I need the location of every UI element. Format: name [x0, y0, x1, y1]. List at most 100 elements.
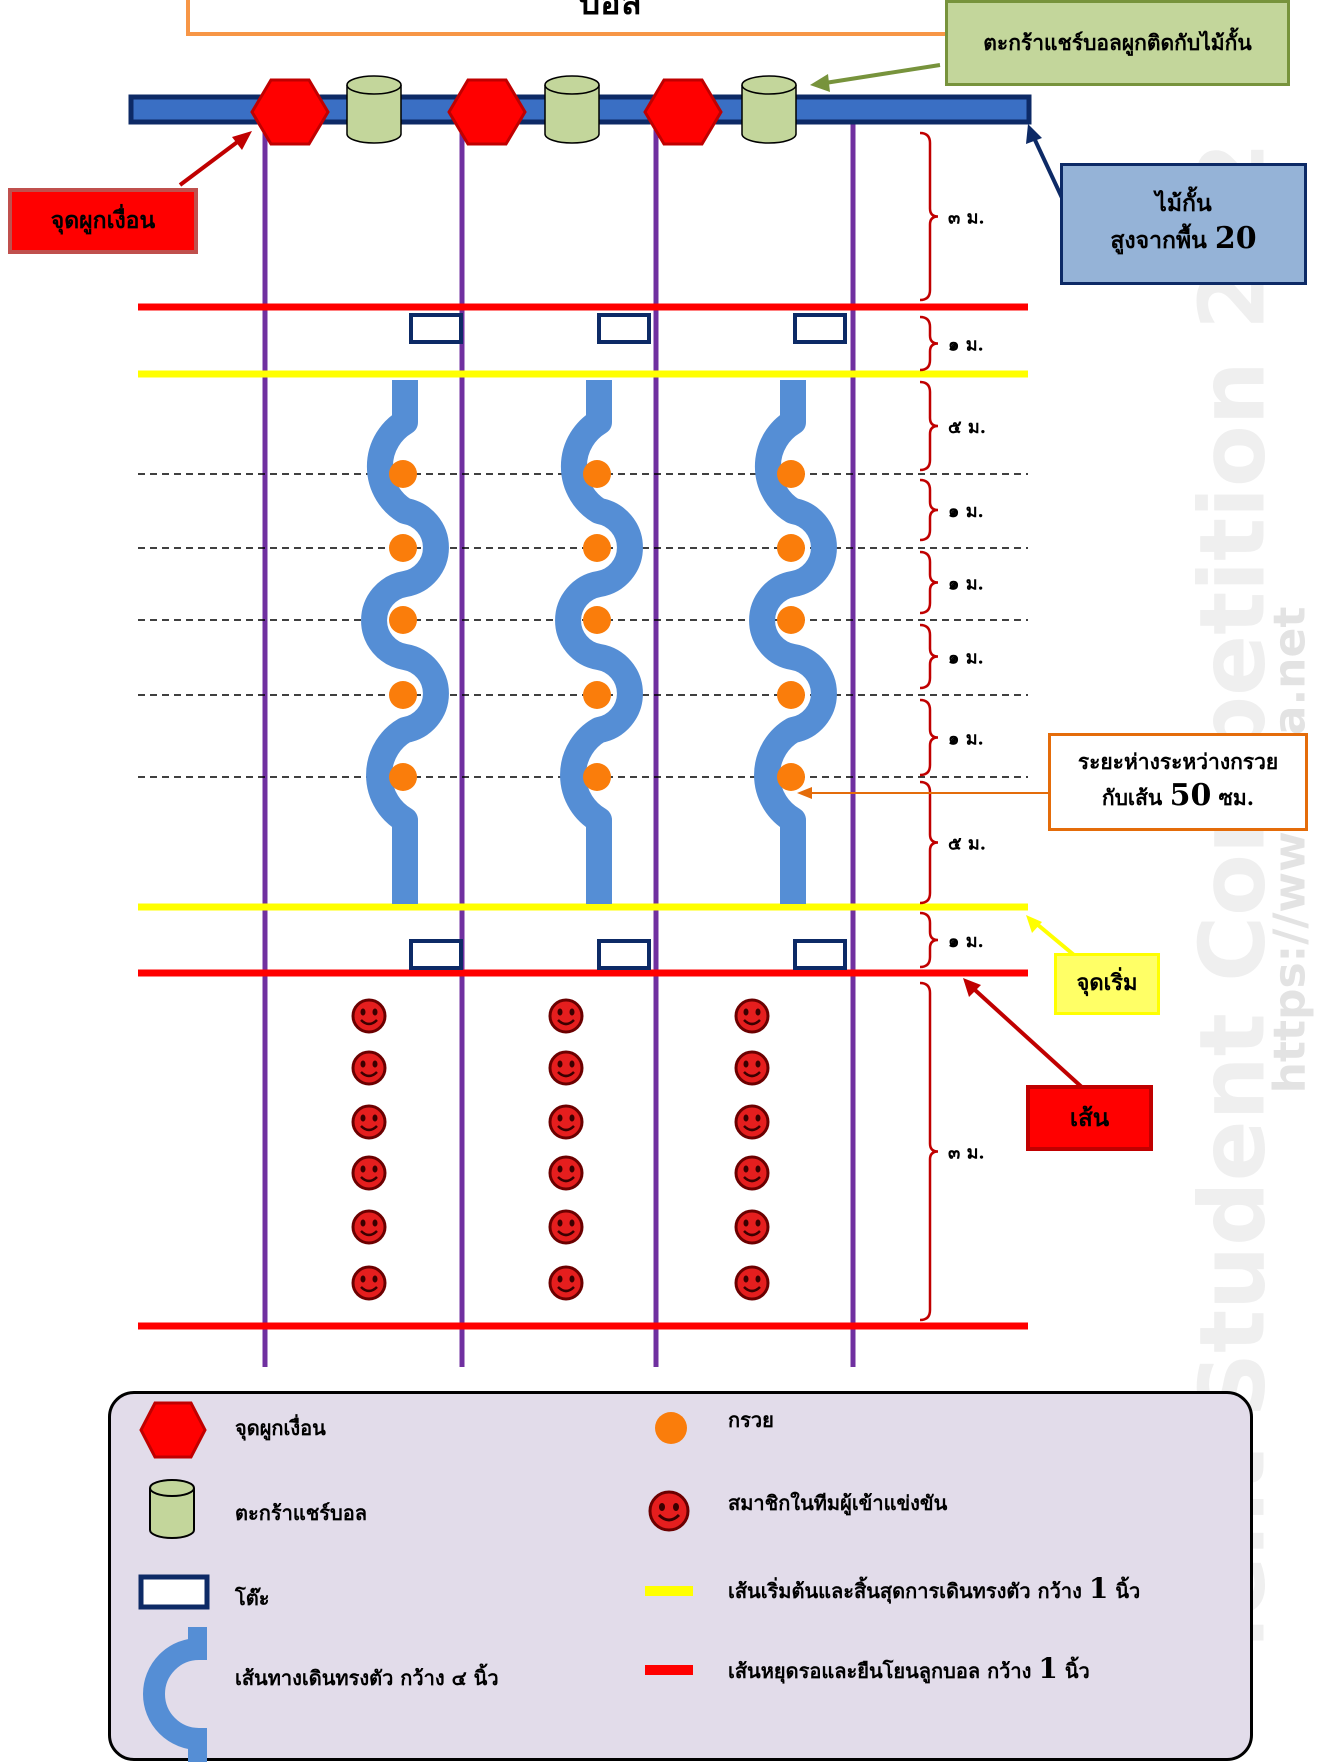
distance-label-7: ๑ ม. — [948, 729, 984, 750]
legend-red-line-icon — [645, 1665, 693, 1675]
distance-label-5: ๑ ม. — [948, 574, 984, 595]
member-1-2 — [351, 1050, 387, 1086]
basket-1 — [346, 75, 402, 144]
cone-distance-unit: ซม. — [1218, 784, 1255, 810]
member-2-1 — [548, 998, 584, 1034]
distance-label-1: ๓ ม. — [948, 208, 985, 229]
legend-hexagon-icon — [139, 1401, 207, 1459]
member-2-4 — [548, 1155, 584, 1191]
barrier-height-value: 20 — [1214, 221, 1257, 257]
table-top-2 — [597, 313, 651, 344]
line-callout-text: เส้น — [1069, 1102, 1110, 1132]
balance-path-3 — [749, 380, 837, 904]
member-1-3 — [351, 1104, 387, 1140]
basket-callout-text: ตะกร้าแชร์บอลผูกติดกับไม้กั้น — [983, 29, 1252, 55]
cone-2-5 — [583, 763, 611, 791]
legend-red-line-text: เส้นหยุดรอและยืนโยนลูกบอล กว้าง — [728, 1659, 1032, 1683]
distance-label-10: ๓ ม. — [948, 1143, 985, 1164]
basket-callout: ตะกร้าแชร์บอลผูกติดกับไม้กั้น — [945, 0, 1290, 86]
cone-3-2 — [777, 534, 805, 562]
distance-braces: ๓ ม.๑ ม.๕ ม.๑ ม.๑ ม.๑ ม.๑ ม.๕ ม.๑ ม.๓ ม. — [919, 131, 986, 1322]
start-point-callout: จุดเริ่ม — [1054, 953, 1160, 1015]
cone-distance-line1: ระยะห่างระหว่างกรวย — [1077, 748, 1279, 774]
brace-8 — [919, 780, 939, 905]
top-box — [186, 0, 980, 36]
barrier-callout: ไม้กั้น สูงจากพื้น 20 — [1060, 163, 1307, 285]
member-3-5 — [734, 1209, 770, 1245]
legend-table-icon — [138, 1574, 210, 1610]
legend-yellow-line-unit: นิ้ว — [1115, 1579, 1141, 1603]
tie-point-callout: จุดผูกเงื่อน — [8, 188, 198, 254]
brace-10 — [919, 981, 939, 1322]
member-3-6 — [734, 1265, 770, 1301]
cone-3-4 — [777, 681, 805, 709]
cone-3-1 — [777, 460, 805, 488]
member-2-3 — [548, 1104, 584, 1140]
table-top-3 — [793, 313, 847, 344]
legend-basket-icon — [149, 1479, 195, 1539]
member-1-6 — [351, 1265, 387, 1301]
legend-member: สมาชิกในทีมผู้เข้าแข่งขัน — [728, 1491, 948, 1515]
distance-label-8: ๕ ม. — [948, 834, 986, 855]
cone-2-4 — [583, 681, 611, 709]
table-bottom-3 — [793, 939, 847, 970]
member-3-3 — [734, 1104, 770, 1140]
cone-2-2 — [583, 534, 611, 562]
member-2-5 — [548, 1209, 584, 1245]
table-bottom-1 — [409, 939, 463, 970]
balance-paths — [361, 380, 837, 904]
cone-3-3 — [777, 606, 805, 634]
cone-distance-line2: กับเส้น — [1101, 784, 1163, 810]
brace-3 — [919, 380, 939, 472]
table-top-1 — [409, 313, 463, 344]
legend-red-line-width: 1 — [1038, 1652, 1058, 1685]
distance-label-4: ๑ ม. — [948, 501, 984, 522]
cone-1-4 — [389, 681, 417, 709]
tie-point-hexagon-2 — [447, 78, 527, 146]
cone-1-1 — [389, 460, 417, 488]
distance-label-2: ๑ ม. — [948, 335, 984, 356]
cone-2-1 — [583, 460, 611, 488]
legend-cone: กรวย — [728, 1408, 774, 1432]
legend: จุดผูกเงื่อน ตะกร้าแชร์บอล โต๊ะ เส้นทางเ… — [108, 1391, 1253, 1762]
legend-tie-point: จุดผูกเงื่อน — [235, 1416, 326, 1440]
legend-yellow-line-width: 1 — [1088, 1572, 1109, 1605]
cone-2-3 — [583, 606, 611, 634]
brace-6 — [919, 623, 939, 690]
tie-point-hexagon-3 — [643, 78, 723, 146]
cone-1-2 — [389, 534, 417, 562]
top-box-text: บอล — [579, 0, 642, 23]
barrier-callout-line1: ไม้กั้น — [1155, 190, 1212, 218]
brace-9 — [919, 911, 939, 969]
cones — [389, 460, 805, 791]
member-1-4 — [351, 1155, 387, 1191]
legend-yellow-line-text: เส้นเริ่มต้นและสิ้นสุดการเดินทรงตัว กว้า… — [728, 1579, 1082, 1603]
line-callout: เส้น — [1026, 1085, 1153, 1151]
cone-3-5 — [777, 763, 805, 791]
start-point-callout-text: จุดเริ่ม — [1076, 970, 1138, 997]
legend-red-line-unit: นิ้ว — [1064, 1659, 1090, 1683]
member-2-6 — [548, 1265, 584, 1301]
cone-distance-value: 50 — [1169, 777, 1212, 813]
member-2-2 — [548, 1050, 584, 1086]
tie-point-hexagon-1 — [250, 78, 330, 146]
balance-path-1 — [361, 380, 449, 904]
member-1-1 — [351, 998, 387, 1034]
member-3-1 — [734, 998, 770, 1034]
basket-2 — [544, 75, 600, 144]
cone-distance-callout: ระยะห่างระหว่างกรวย กับเส้น 50 ซม. — [1048, 733, 1308, 831]
distance-label-6: ๑ ม. — [948, 648, 984, 669]
member-3-2 — [734, 1050, 770, 1086]
cone-1-5 — [389, 763, 417, 791]
brace-7 — [919, 698, 939, 777]
tie-point-callout-text: จุดผูกเงื่อน — [50, 207, 156, 235]
barrier-items — [250, 75, 797, 146]
brace-2 — [919, 315, 939, 372]
member-1-5 — [351, 1209, 387, 1245]
legend-member-icon — [648, 1490, 690, 1532]
tables — [409, 313, 847, 970]
table-bottom-2 — [597, 939, 651, 970]
basket-3 — [741, 75, 797, 144]
distance-label-9: ๑ ม. — [948, 931, 984, 952]
